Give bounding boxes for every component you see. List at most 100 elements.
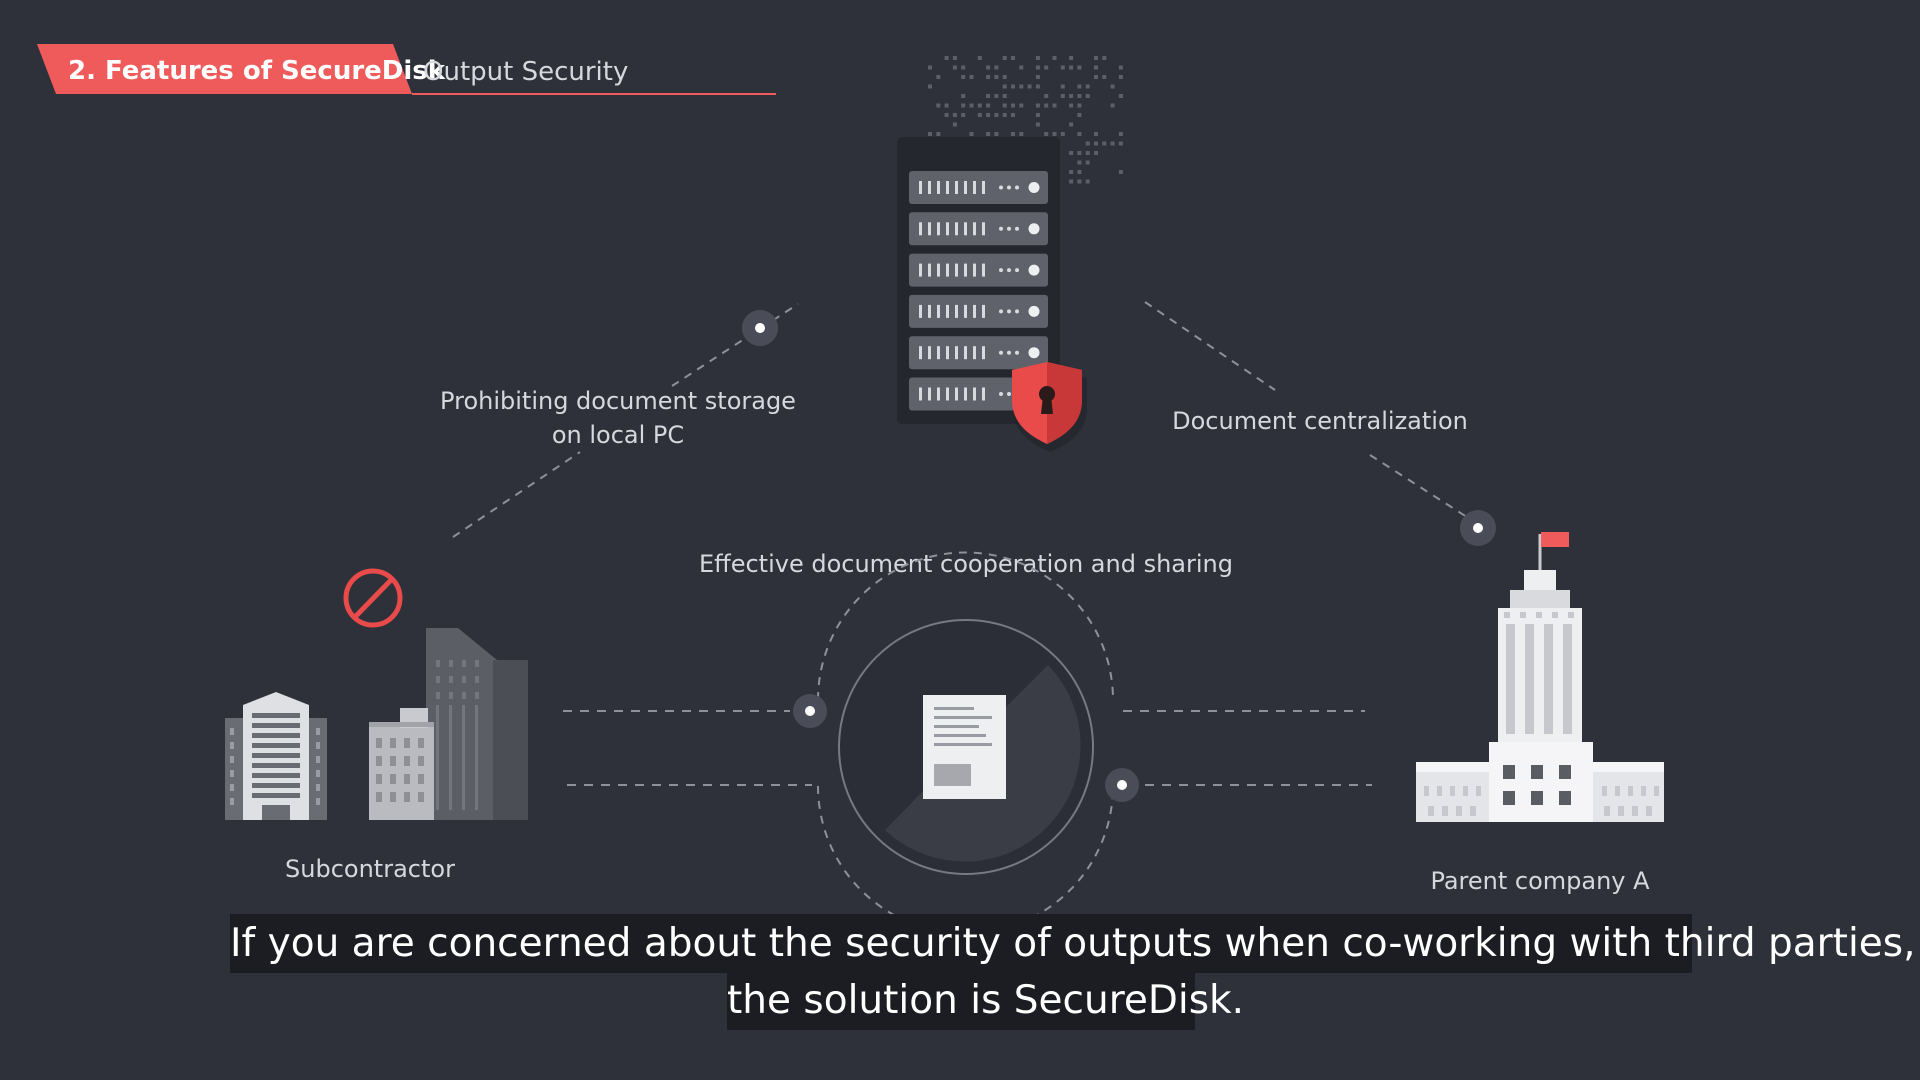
section-title: Output Security: [423, 57, 628, 87]
data-dot: [986, 94, 991, 98]
data-dot: [944, 103, 949, 108]
data-dot: [1060, 65, 1065, 70]
subtitle-line-1: If you are concerned about the security …: [230, 914, 1916, 973]
data-dot: [961, 75, 966, 79]
data-dot: [1094, 132, 1098, 136]
section-badge: [37, 44, 412, 94]
data-dot: [1002, 84, 1007, 89]
data-dot: [952, 122, 957, 127]
label-parent: Parent company A: [1430, 867, 1650, 895]
data-dot: [1035, 113, 1040, 117]
data-dot: [1094, 151, 1098, 155]
data-dot: [994, 113, 999, 117]
data-dot: [1027, 84, 1032, 89]
data-dot: [1077, 65, 1082, 70]
document-icon: [923, 695, 1006, 799]
label-prohibit-line1: Prohibiting document storage: [440, 387, 796, 415]
data-dot: [1069, 122, 1074, 127]
data-dot: [1052, 56, 1057, 60]
data-dot: [1011, 84, 1015, 89]
data-dot: [994, 75, 999, 79]
data-dot: [994, 132, 999, 136]
shield-lock-icon: [1012, 362, 1087, 452]
data-dot: [1035, 75, 1040, 79]
data-dot: [969, 132, 974, 136]
data-dot: [1019, 65, 1024, 70]
data-dot: [1085, 179, 1090, 184]
data-dot: [961, 94, 966, 98]
data-dot: [1102, 75, 1107, 79]
data-dot: [952, 65, 957, 70]
data-dot: [1019, 103, 1024, 108]
data-dot: [1035, 56, 1040, 60]
data-dot: [1044, 132, 1049, 136]
data-dot: [1110, 141, 1115, 146]
data-dot: [977, 113, 982, 117]
data-dot: [994, 94, 999, 98]
data-dot: [1002, 56, 1007, 60]
data-dot: [1077, 94, 1082, 98]
data-dot: [1077, 160, 1082, 165]
data-dot: [1077, 84, 1082, 89]
data-dot: [969, 103, 974, 108]
section-header: 2. Features of SecureDisk Output Securit…: [37, 44, 776, 95]
data-dot: [1110, 84, 1115, 89]
prohibited-icon: [343, 568, 403, 628]
data-dot: [928, 132, 932, 136]
data-dot: [1077, 132, 1082, 136]
data-dot: [1077, 170, 1082, 174]
data-dot: [1060, 132, 1065, 136]
data-dot: [1002, 94, 1007, 98]
data-dot: [1094, 75, 1098, 79]
data-dot: [928, 84, 932, 89]
data-dot: [1085, 160, 1090, 165]
data-dot: [1002, 113, 1007, 117]
data-dot: [1011, 132, 1015, 136]
hub-dashed-ring-top: [817, 551, 1114, 701]
label-subcontractor: Subcontractor: [285, 855, 455, 883]
data-dot: [1044, 103, 1049, 108]
data-dot: [1085, 94, 1090, 98]
connector-centralization: [1144, 301, 1496, 546]
data-dot: [961, 65, 966, 70]
data-dot: [1118, 141, 1123, 146]
data-dot: [936, 75, 941, 79]
subtitle-line-2: the solution is SecureDisk.: [727, 971, 1244, 1030]
data-dot: [1069, 65, 1074, 70]
office-buildings-icon: [225, 628, 528, 820]
data-dot: [1102, 56, 1107, 60]
data-dot: [1077, 151, 1082, 155]
data-dot: [1044, 65, 1049, 70]
government-building-icon: [1416, 532, 1664, 822]
document-hub: [817, 551, 1114, 935]
data-dot: [961, 113, 966, 117]
data-dot: [1077, 103, 1082, 108]
data-dot: [1077, 113, 1082, 117]
data-dot: [1069, 170, 1074, 174]
data-dot: [1118, 75, 1123, 79]
data-dot: [1118, 132, 1123, 136]
section-badge-label: 2. Features of SecureDisk: [68, 56, 446, 86]
data-dot: [944, 56, 949, 60]
data-dot: [986, 103, 991, 108]
data-dot: [994, 65, 999, 70]
data-dot: [1118, 94, 1123, 98]
label-centralization: Document centralization: [1172, 407, 1468, 435]
data-dot: [1052, 103, 1057, 108]
data-dot: [1011, 103, 1015, 108]
data-dot: [986, 132, 991, 136]
data-dot: [1044, 94, 1049, 98]
data-dot: [928, 65, 932, 70]
data-dot: [1094, 141, 1098, 146]
data-dot: [1085, 151, 1090, 155]
label-prohibit-line2: on local PC: [552, 421, 684, 449]
data-dot: [952, 56, 957, 60]
data-dot: [1011, 113, 1015, 117]
connector-prohibit: [452, 303, 799, 538]
data-dot: [1118, 170, 1123, 174]
data-dot: [986, 113, 991, 117]
data-dot: [1094, 65, 1098, 70]
data-dot: [1019, 132, 1024, 136]
data-dot: [969, 75, 974, 79]
